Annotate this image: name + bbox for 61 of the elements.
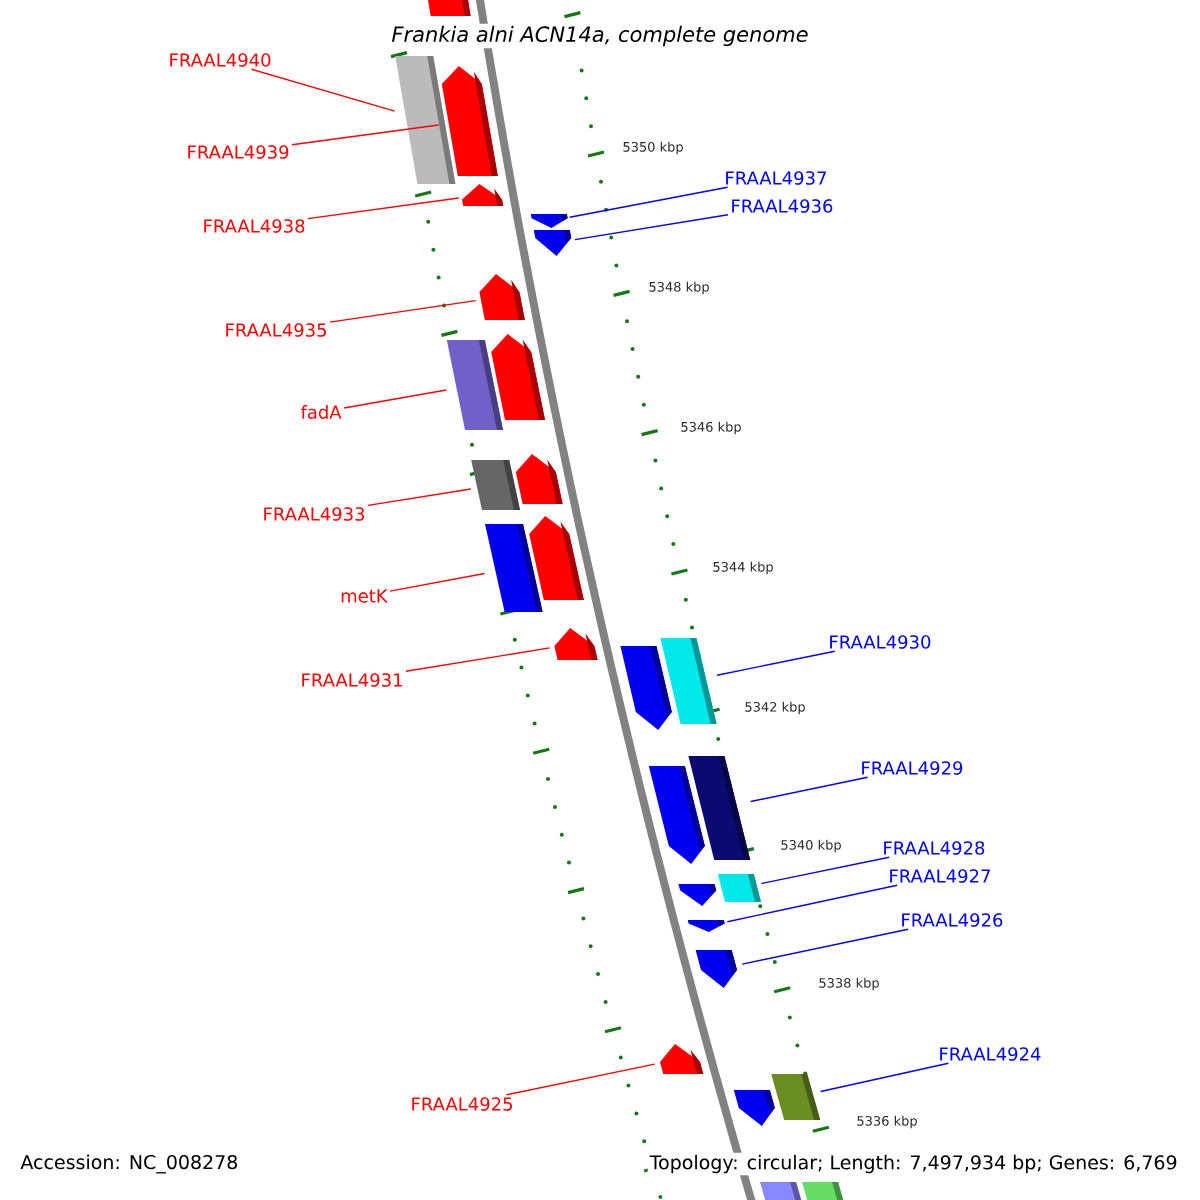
gene-block	[687, 920, 725, 932]
gene-label: FRAAL4936	[732, 199, 833, 213]
gene-block	[620, 646, 672, 730]
gene-block	[515, 454, 563, 504]
title: Frankia alni ACN14a, complete genome	[389, 23, 811, 49]
gene-label: FRAAL4937	[726, 171, 826, 185]
gene-block	[695, 950, 737, 988]
gene-label: FRAAL4933	[264, 507, 365, 521]
leader-line	[716, 650, 836, 676]
leader-line	[291, 124, 440, 146]
gene-block	[471, 460, 520, 510]
gene-label: FRAAL4926	[902, 913, 1003, 927]
gene-block	[660, 638, 717, 724]
gene-label: FRAAL4938	[204, 219, 305, 233]
gene-block	[771, 1074, 821, 1120]
gene-block	[462, 184, 504, 206]
leader-line	[760, 856, 890, 885]
gene-block	[533, 230, 572, 256]
gene-block	[802, 1182, 844, 1200]
gene-label: FRAAL4935	[226, 323, 326, 337]
leader-line	[750, 776, 869, 803]
gene-block	[688, 756, 751, 860]
leader-line	[367, 488, 472, 507]
gene-block	[428, 0, 471, 16]
gene-block	[660, 1044, 704, 1074]
footer-text: Accession: NC_008278	[18, 1152, 241, 1176]
leader-line	[405, 647, 551, 672]
gene-label: FRAAL4924	[940, 1047, 1041, 1061]
gene-label: FRAAL4931	[302, 673, 402, 687]
gene-block	[648, 766, 705, 864]
gene-block	[530, 214, 568, 228]
gene-label: FRAAL4925	[412, 1097, 512, 1111]
gene-label: FRAAL4940	[170, 53, 271, 67]
gene-block	[554, 628, 598, 660]
gene-label: FRAAL4928	[884, 841, 985, 855]
gene-label: FRAAL4930	[830, 635, 931, 649]
gene-label: fadA	[300, 405, 342, 419]
leader-line	[574, 214, 729, 241]
gene-block	[479, 274, 525, 320]
leader-line	[569, 186, 729, 218]
gene-label: FRAAL4929	[862, 761, 963, 775]
leader-line	[389, 572, 486, 592]
leader-line	[726, 884, 898, 923]
leader-line	[820, 1062, 950, 1093]
gene-block	[760, 1182, 802, 1200]
leader-line	[250, 68, 396, 112]
leader-line	[505, 1063, 656, 1096]
leader-line	[343, 389, 447, 409]
gene-block	[717, 874, 761, 902]
leader-line	[741, 928, 909, 965]
gene-block	[491, 334, 545, 420]
gene-label: FRAAL4939	[188, 145, 289, 159]
gene-label: metK	[341, 589, 388, 603]
gene-label: FRAAL4927	[890, 869, 990, 883]
gene-block	[529, 516, 584, 600]
leader-line	[307, 197, 460, 220]
gene-block	[678, 884, 717, 906]
footer-text: Topology: circular; Length: 7,497,934 bp; Genes: 6,769	[647, 1152, 1180, 1176]
gene-block	[441, 66, 498, 176]
gene-block	[733, 1090, 775, 1126]
leader-line	[329, 299, 477, 323]
